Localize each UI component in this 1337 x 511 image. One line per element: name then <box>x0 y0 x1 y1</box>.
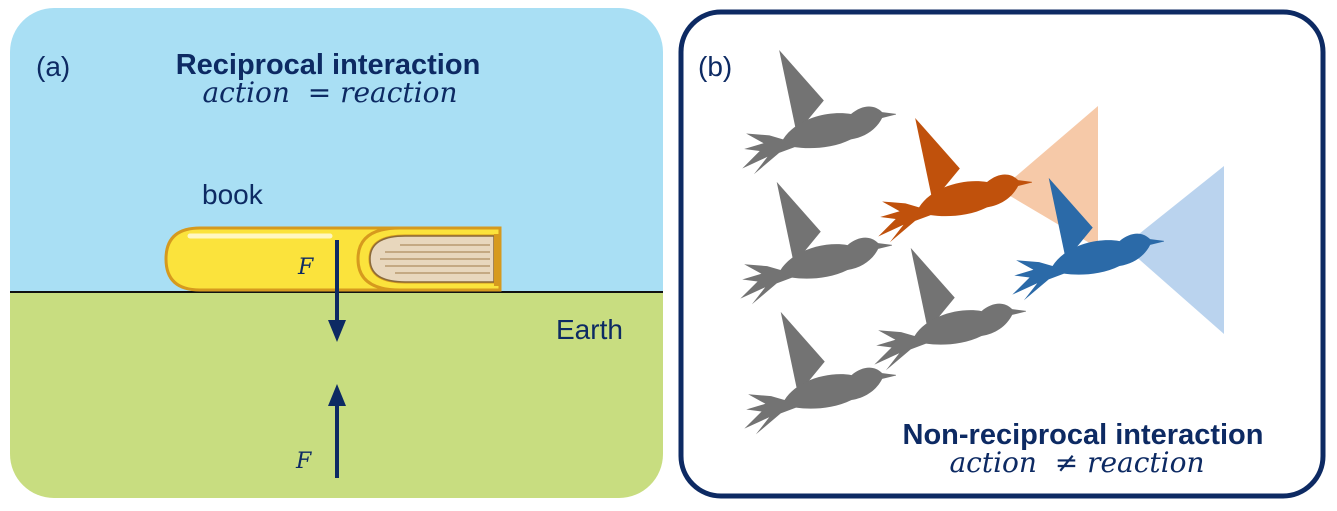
book-label: book <box>202 179 264 210</box>
panel-a: (a) Reciprocal interaction action = reac… <box>10 8 663 498</box>
panel-a-equation: action = reaction <box>202 76 457 109</box>
panel-b-title: Non-reciprocal interaction <box>903 419 1264 451</box>
force-label-bottom: F <box>295 449 312 474</box>
force-arrow-down <box>328 240 346 342</box>
earth-label: Earth <box>556 314 623 345</box>
panel-a-title: Reciprocal interaction <box>176 49 481 81</box>
panel-b-equation: action ≠ reaction <box>949 446 1204 479</box>
blue-vision-cone <box>1124 166 1224 334</box>
panel-b: (b) Non-reciprocal interaction action ≠ … <box>678 9 1326 499</box>
force-label-top: F <box>297 255 314 280</box>
force-arrow-up <box>328 384 346 478</box>
book-illustration <box>164 226 502 292</box>
panel-a-label: (a) <box>36 51 70 82</box>
panel-b-label: (b) <box>698 51 732 82</box>
